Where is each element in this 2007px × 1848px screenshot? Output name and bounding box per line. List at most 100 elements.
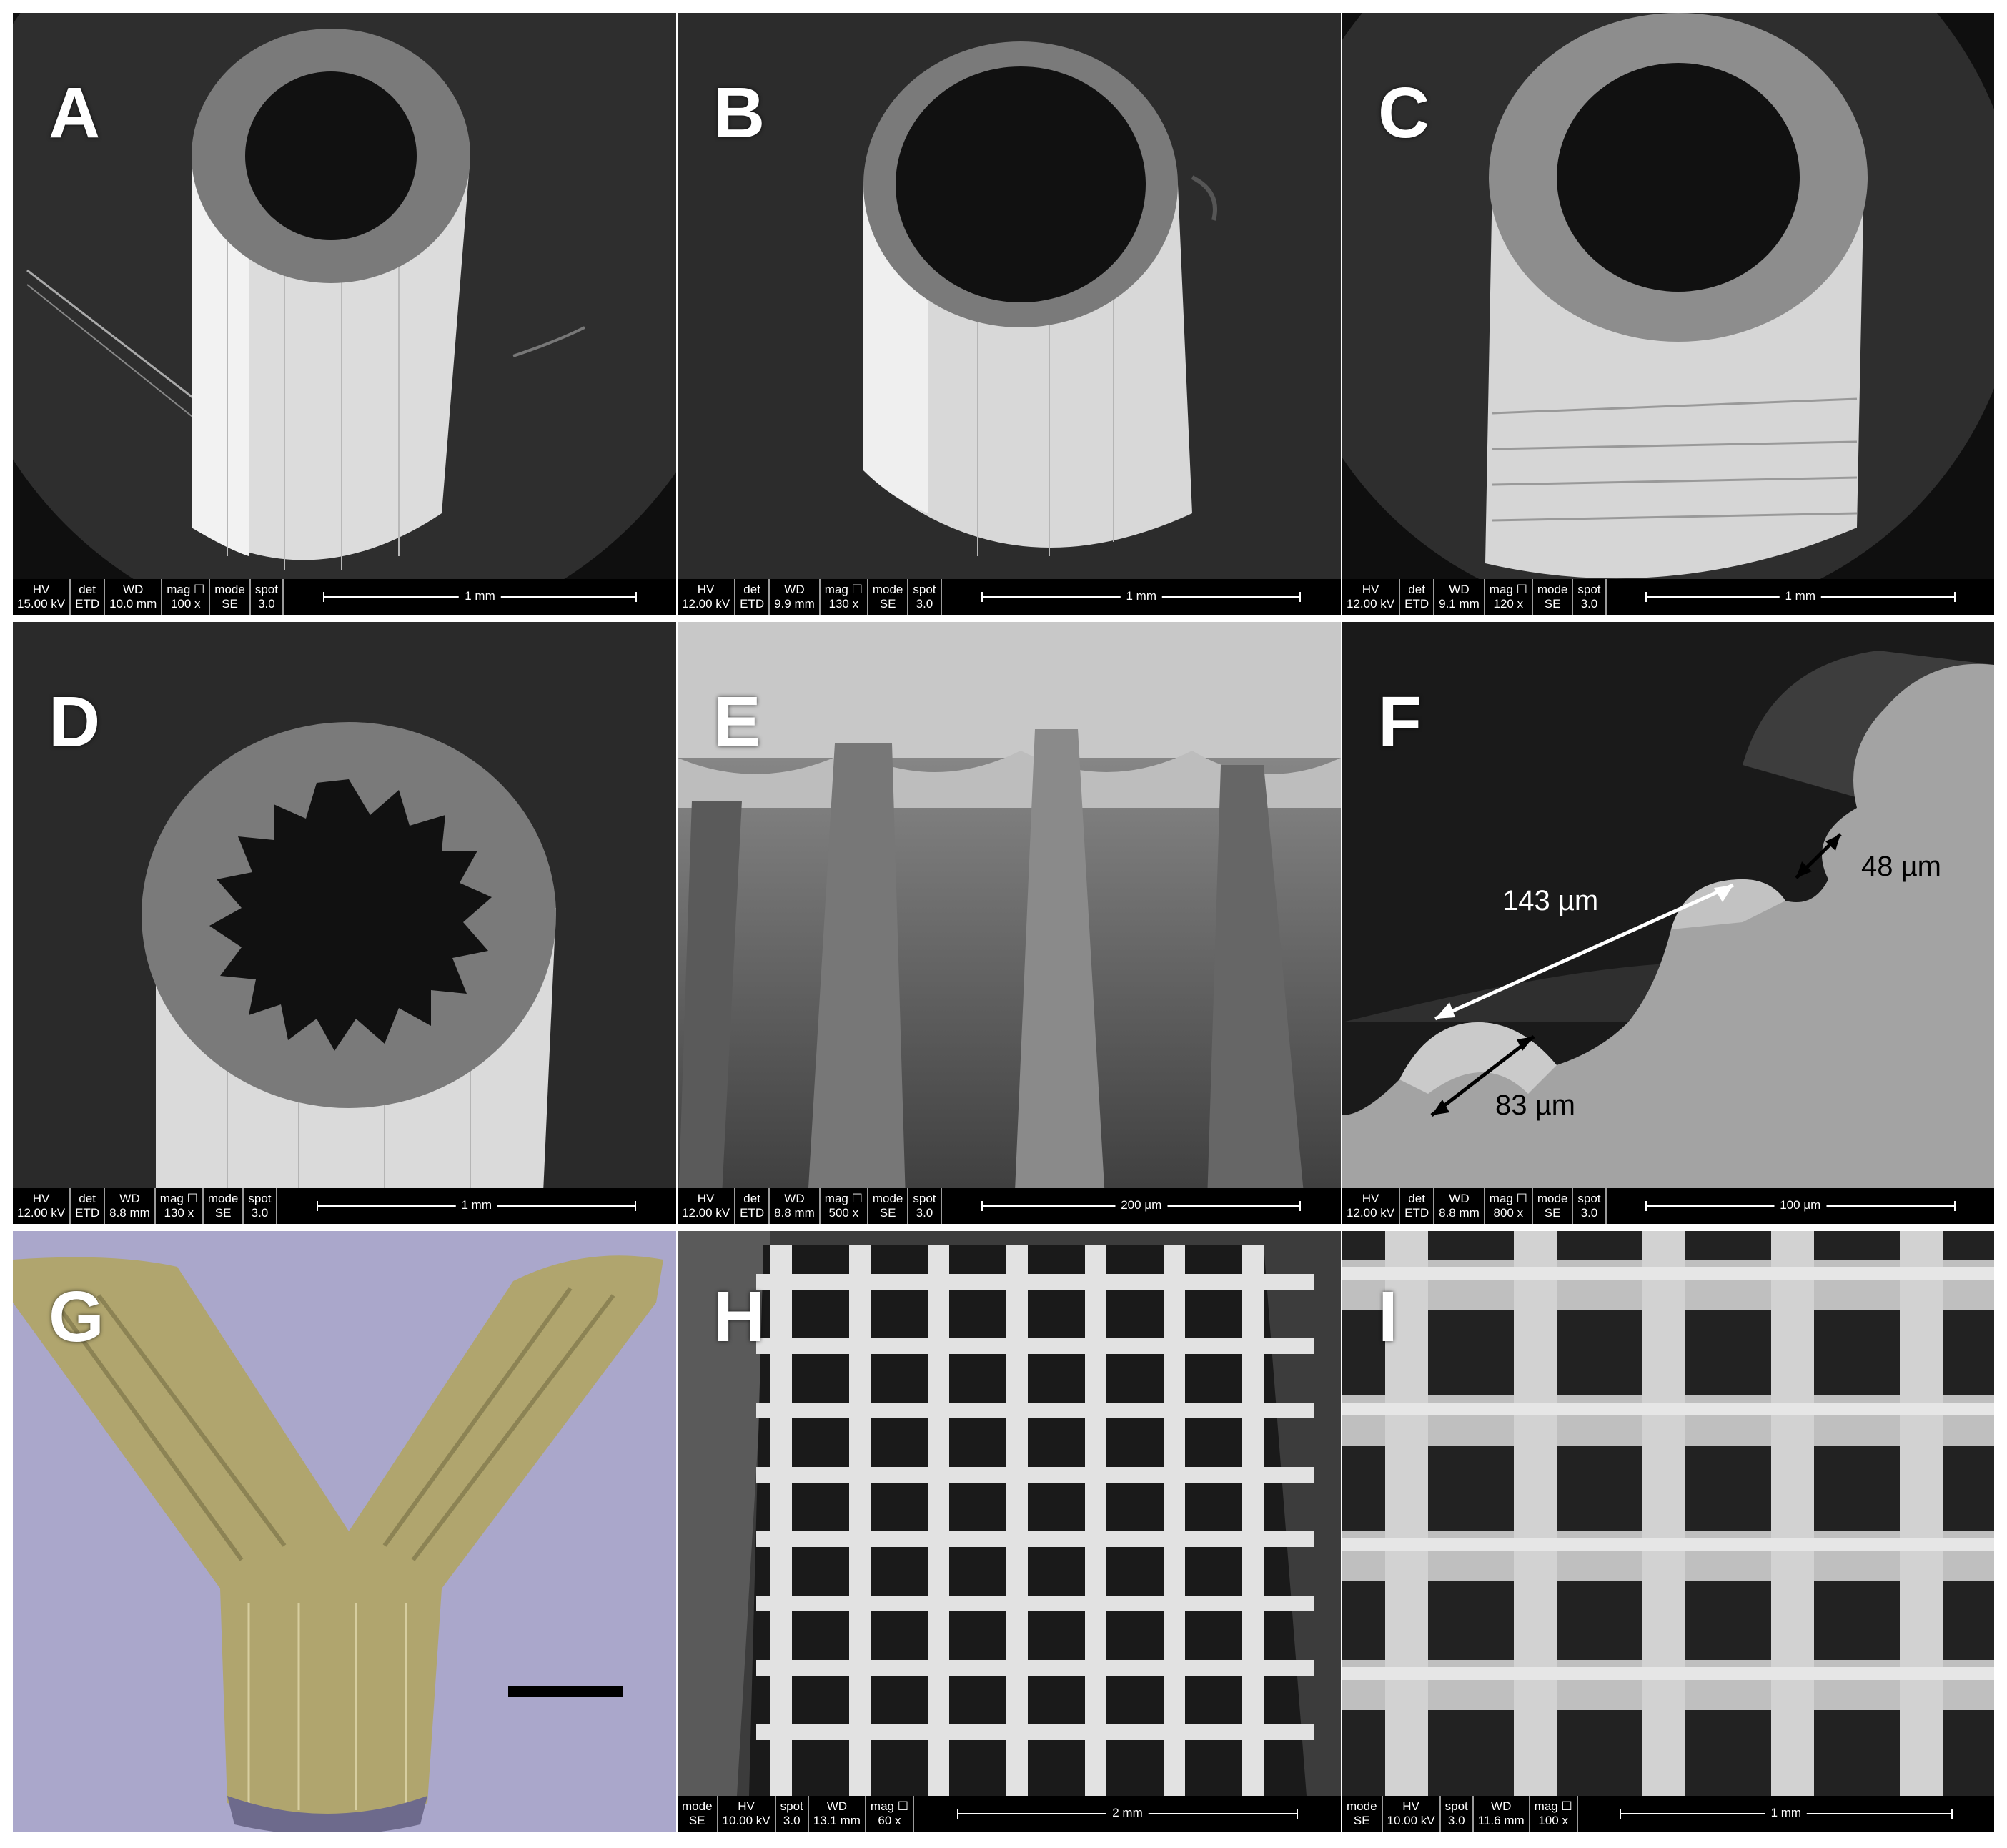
- databar-key: mag ☐: [1489, 583, 1527, 597]
- databar-key: mode: [1537, 1192, 1568, 1206]
- panel-letter: H: [713, 1277, 765, 1357]
- databar-value: 12.00 kV: [1347, 1206, 1395, 1220]
- databar-key: WD: [826, 1799, 848, 1814]
- databar-key: mag ☐: [870, 1799, 908, 1814]
- measurement-label-143: 143 µm: [1502, 885, 1599, 916]
- databar-cell: mag ☐60 x: [866, 1796, 914, 1832]
- databar-value: 3.0: [783, 1814, 801, 1827]
- databar-key: mag ☐: [1489, 1192, 1527, 1206]
- sem-image-h: [678, 1231, 1341, 1832]
- databar-key: WD: [784, 1192, 805, 1206]
- databar-key: det: [1408, 583, 1425, 597]
- scale-bar-label: 1 mm: [455, 1198, 497, 1212]
- databar-key: mag ☐: [167, 583, 205, 597]
- scale-bar: 2 mm: [956, 1806, 1299, 1820]
- scale-bar-cell: 1 mm: [284, 579, 676, 615]
- databar-value: 3.0: [1447, 1814, 1465, 1827]
- scale-bar: 100 µm: [1645, 1198, 1956, 1212]
- scale-bar-cell: 100 µm: [1607, 1188, 1994, 1224]
- databar-key: det: [743, 1192, 760, 1206]
- sem-image-e: [678, 622, 1341, 1224]
- databar-value: ETD: [75, 597, 100, 611]
- databar-key: spot: [780, 1799, 803, 1814]
- panel-letter: C: [1378, 73, 1430, 153]
- databar-cell: mag ☐100 x: [162, 579, 211, 615]
- scale-bar-label: 1 mm: [1765, 1806, 1808, 1820]
- databar-value: 800 x: [1493, 1206, 1524, 1220]
- scale-bar: [508, 1686, 623, 1697]
- databar-key: mode: [872, 1192, 903, 1206]
- databar-key: WD: [1449, 1192, 1470, 1206]
- databar-value: 10.0 mm: [109, 597, 157, 611]
- databar-key: mode: [1537, 583, 1568, 597]
- databar-key: spot: [254, 583, 278, 597]
- scale-bar: 1 mm: [317, 1198, 637, 1212]
- databar-key: HV: [697, 583, 715, 597]
- databar-value: 13.1 mm: [813, 1814, 861, 1827]
- panel-letter: G: [49, 1277, 104, 1357]
- measurement-label-83: 83 µm: [1495, 1089, 1575, 1121]
- databar-key: det: [79, 583, 96, 597]
- databar-key: det: [1408, 1192, 1425, 1206]
- databar-key: det: [79, 1192, 96, 1206]
- databar-value: 8.8 mm: [1439, 1206, 1480, 1220]
- databar-value: 100 x: [1538, 1814, 1568, 1827]
- databar-value: SE: [879, 597, 896, 611]
- scale-bar-cell: 2 mm: [914, 1796, 1341, 1832]
- databar-value: 500 x: [828, 1206, 859, 1220]
- databar-value: SE: [879, 1206, 896, 1220]
- databar-value: ETD: [740, 597, 765, 611]
- databar-value: 12.00 kV: [682, 597, 730, 611]
- databar-value: SE: [214, 1206, 232, 1220]
- databar-key: HV: [32, 1192, 50, 1206]
- scale-bar-cell: 200 µm: [942, 1188, 1341, 1224]
- databar-value: SE: [1544, 597, 1561, 611]
- photo-image-g: [13, 1231, 676, 1832]
- scale-bar: 1 mm: [322, 589, 638, 603]
- sem-image-a: [13, 13, 676, 615]
- scale-bar-label: 200 µm: [1115, 1198, 1168, 1212]
- databar-value: 10.00 kV: [1387, 1814, 1435, 1827]
- scale-bar: 1 mm: [1645, 589, 1956, 603]
- databar-value: 120 x: [1493, 597, 1524, 611]
- databar-value: 100 x: [170, 597, 201, 611]
- databar-value: 12.00 kV: [1347, 597, 1395, 611]
- databar-value: ETD: [75, 1206, 100, 1220]
- databar-key: spot: [1577, 1192, 1601, 1206]
- databar-value: 3.0: [1580, 597, 1598, 611]
- scale-bar-cell: 1 mm: [277, 1188, 676, 1224]
- databar-cell: mag ☐130 x: [821, 579, 868, 615]
- databar-value: 60 x: [878, 1814, 901, 1827]
- databar-key: WD: [784, 583, 805, 597]
- scale-bar-cell: 1 mm: [1578, 1796, 1994, 1832]
- sem-image-b: [678, 13, 1341, 615]
- databar-value: 3.0: [916, 597, 933, 611]
